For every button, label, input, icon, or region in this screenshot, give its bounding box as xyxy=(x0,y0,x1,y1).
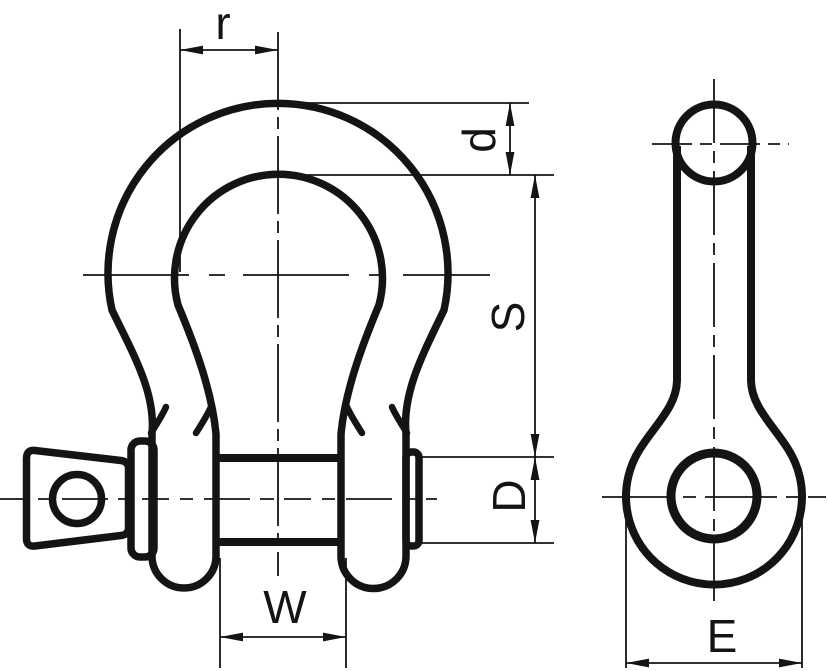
side-pin-hole xyxy=(666,448,762,544)
dimension-label-w: W xyxy=(263,581,307,633)
e-arrow-left xyxy=(626,658,649,668)
d-arrow-bottom xyxy=(505,152,515,175)
w-arrow-right xyxy=(323,632,346,642)
w-arrow-left xyxy=(220,632,243,642)
d-pin-arrow-bottom xyxy=(530,520,540,543)
left-ear-inner-fillet xyxy=(192,403,215,437)
r-arrow-left xyxy=(180,45,203,55)
front-view xyxy=(22,99,452,593)
d-arrow-top xyxy=(505,103,515,126)
dimension-label-e: E xyxy=(707,610,738,662)
dimension-label-d-pin: D xyxy=(483,479,535,512)
s-arrow-top xyxy=(530,175,540,198)
side-shank-and-eye xyxy=(622,146,806,589)
s-arrow-bottom xyxy=(530,434,540,457)
shackle-bow-body xyxy=(104,99,452,593)
ear-fillet-marks xyxy=(147,403,411,437)
dimension-label-r: r xyxy=(215,0,230,49)
right-ear-inner-fillet xyxy=(343,403,366,437)
e-arrow-right xyxy=(779,658,802,668)
dimension-d: d xyxy=(301,102,554,176)
left-ear-outer-fillet xyxy=(147,403,170,437)
dimensions: r d S D xyxy=(179,0,803,668)
dimension-label-s: S xyxy=(482,302,534,333)
centerlines xyxy=(0,32,826,601)
side-bow-cross-section xyxy=(671,100,757,186)
r-arrow-right xyxy=(255,45,278,55)
dimension-S: S xyxy=(482,175,540,457)
dimension-r: r xyxy=(179,0,278,272)
d-pin-arrow-top xyxy=(530,457,540,480)
right-ear-outer-fillet xyxy=(388,403,411,437)
pin-head-hole xyxy=(48,470,106,528)
dimension-label-d: d xyxy=(453,127,505,153)
dimension-E: E xyxy=(625,505,803,668)
side-view xyxy=(622,100,806,589)
dimension-D: D xyxy=(419,456,554,544)
dimension-W: W xyxy=(219,558,347,668)
